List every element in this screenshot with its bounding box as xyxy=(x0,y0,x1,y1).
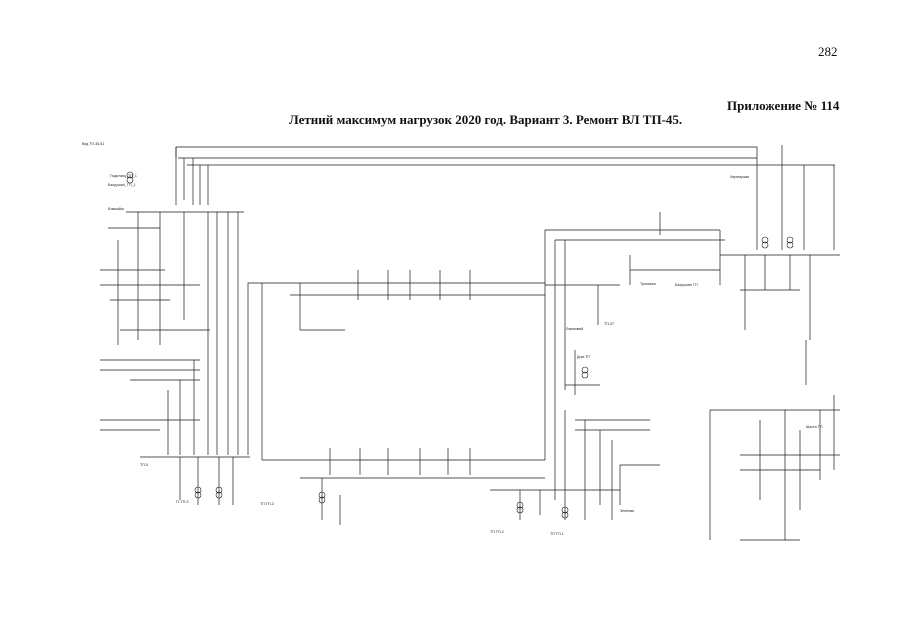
appendix-label: Приложение № 114 xyxy=(727,98,840,113)
label-bottom-tp4: ТП ТП-1 xyxy=(550,532,564,536)
schematic-lines xyxy=(100,145,840,541)
label-center-node: Дом-ТП xyxy=(577,355,590,359)
label-sub2: Бахрушин_ТП_1 xyxy=(108,183,136,187)
page-title: Летний максимум нагрузок 2020 год. Вариа… xyxy=(289,112,683,127)
schematic-labels: Вхд ТП-45,51 Подстанц_ТП_1 Бахрушин_ТП_1… xyxy=(82,142,823,536)
label-lower-right: Зеленая xyxy=(620,509,634,513)
label-bottom-tp1: П. ТП-3 xyxy=(176,500,189,504)
label-right-low: Бахрушин ТП xyxy=(675,283,698,287)
label-bottom-tp2: ТП ТП-3 xyxy=(260,502,274,506)
label-far-right: Шахта ТП xyxy=(806,425,823,429)
label-mid-bus: ТП-5 xyxy=(140,463,148,467)
label-left-bus: Ближайш xyxy=(108,207,124,211)
label-center-lower: Ламповый xyxy=(566,327,583,331)
label-right-top: Черемушки xyxy=(730,175,749,179)
label-top-left: Вхд ТП-45,51 xyxy=(82,142,104,146)
label-sub1: Подстанц_ТП_1 xyxy=(110,174,137,178)
label-bottom-tp3: ТП ТП-2 xyxy=(490,530,504,534)
label-lower-node: ТП-37 xyxy=(604,322,614,326)
label-right-mid: Тропинка xyxy=(640,282,656,286)
transformer-symbols xyxy=(126,171,794,519)
page-number: 282 xyxy=(818,44,838,59)
